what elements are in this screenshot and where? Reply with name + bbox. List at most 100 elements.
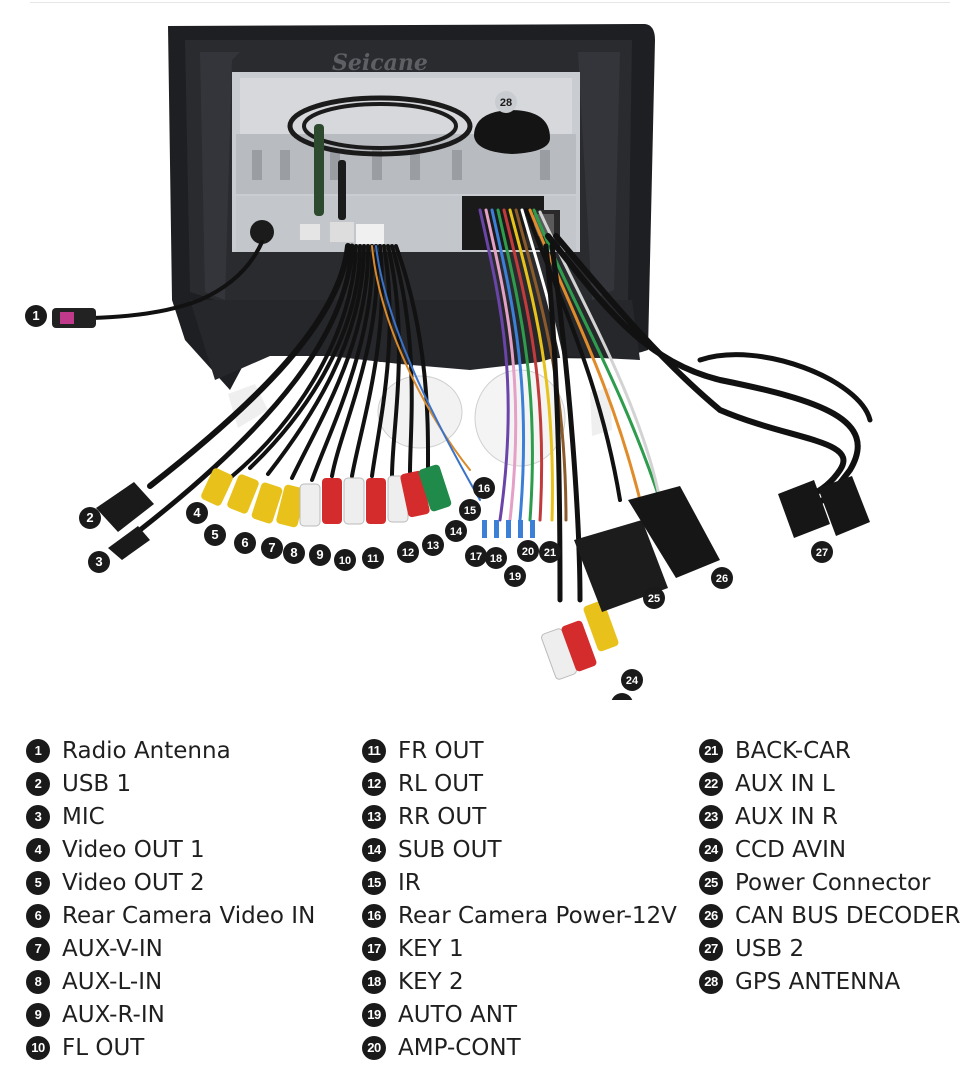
legend-label: Rear Camera Video IN	[62, 902, 316, 929]
legend-label: AMP-CONT	[398, 1034, 521, 1061]
legend-number-badge: 4	[26, 837, 50, 862]
callout-number: 10	[339, 555, 351, 567]
top-divider	[30, 2, 950, 3]
callout-markers: 1234567891011121314151617181920212223242…	[25, 91, 833, 700]
legend-number-badge: 2	[26, 771, 50, 796]
legend-item-5: 5 Video OUT 2	[26, 866, 315, 899]
callout-5: 5	[204, 524, 226, 546]
legend-item-6: 6 Rear Camera Video IN	[26, 899, 315, 932]
legend-number-badge: 14	[362, 837, 386, 862]
legend-number-badge: 12	[362, 771, 386, 796]
callout-number: 27	[816, 547, 828, 559]
legend-number-badge: 1	[26, 738, 50, 763]
callout-number: 4	[193, 505, 201, 520]
callout-number: 11	[367, 553, 379, 565]
callout-number: 5	[211, 527, 218, 542]
legend-label: Radio Antenna	[62, 737, 231, 764]
callout-7: 7	[261, 537, 283, 559]
legend-item-1: 1 Radio Antenna	[26, 734, 315, 767]
callout-number: 23	[616, 699, 628, 700]
callout-24: 24	[621, 669, 643, 691]
legend-number-badge: 8	[26, 969, 50, 994]
legend-label: AUTO ANT	[398, 1001, 518, 1028]
callout-13: 13	[422, 534, 444, 556]
legend-label: USB 2	[735, 935, 805, 962]
legend-label: GPS ANTENNA	[735, 968, 901, 995]
legend-number-badge: 5	[26, 870, 50, 895]
callout-1: 1	[25, 305, 47, 327]
legend-number-badge: 27	[699, 936, 723, 961]
callout-number: 6	[241, 535, 248, 550]
can-bus-decoder	[628, 486, 720, 578]
callout-number: 20	[522, 546, 534, 558]
legend-item-14: 14 SUB OUT	[362, 833, 677, 866]
callout-17: 17	[465, 545, 487, 567]
legend-label: Power Connector	[735, 869, 931, 896]
legend-number-badge: 21	[699, 738, 723, 763]
legend-number-badge: 17	[362, 936, 386, 961]
callout-2: 2	[79, 507, 101, 529]
legend-number-badge: 25	[699, 870, 723, 895]
legend-number-badge: 20	[362, 1035, 386, 1060]
callout-number: 13	[427, 540, 439, 552]
callout-28: 28	[495, 91, 517, 113]
legend-label: SUB OUT	[398, 836, 502, 863]
power-connector	[574, 520, 668, 612]
callout-number: 24	[626, 675, 639, 687]
legend-number-badge: 23	[699, 804, 723, 829]
callout-27: 27	[811, 541, 833, 563]
callout-number: 21	[544, 547, 556, 559]
callout-20: 20	[517, 540, 539, 562]
legend-item-19: 19 AUTO ANT	[362, 998, 677, 1031]
callout-12: 12	[397, 541, 419, 563]
callout-16: 16	[473, 477, 495, 499]
legend-number-badge: 13	[362, 804, 386, 829]
radio-antenna-connector	[52, 308, 96, 328]
callout-11: 11	[362, 547, 384, 569]
legend-item-20: 20 AMP-CONT	[362, 1031, 677, 1064]
legend-item-17: 17 KEY 1	[362, 932, 677, 965]
legend-label: FL OUT	[62, 1034, 145, 1061]
legend-number-badge: 6	[26, 903, 50, 928]
legend-label: Video OUT 1	[62, 836, 205, 863]
legend-number-badge: 7	[26, 936, 50, 961]
legend-item-25: 25 Power Connector	[699, 866, 960, 899]
callout-number: 16	[478, 483, 490, 495]
legend-item-4: 4 Video OUT 1	[26, 833, 315, 866]
legend-label: CCD AVIN	[735, 836, 847, 863]
callout-number: 7	[268, 540, 275, 555]
callout-23: 23	[611, 693, 633, 700]
callout-4: 4	[186, 502, 208, 524]
brand-label: Seicane	[332, 50, 428, 76]
legend-number-badge: 9	[26, 1002, 50, 1027]
callout-14: 14	[445, 520, 467, 542]
legend-number-badge: 16	[362, 903, 386, 928]
gps-antenna	[287, 95, 550, 220]
callout-9: 9	[309, 544, 331, 566]
legend-label: USB 1	[62, 770, 132, 797]
legend-label: IR	[398, 869, 421, 896]
legend-label: AUX-L-IN	[62, 968, 163, 995]
legend-number-badge: 19	[362, 1002, 386, 1027]
legend-label: CAN BUS DECODER	[735, 902, 961, 929]
legend-item-27: 27 USB 2	[699, 932, 960, 965]
usb2-connectors	[778, 476, 870, 538]
legend-label: KEY 2	[398, 968, 464, 995]
callout-number: 3	[95, 554, 102, 569]
callout-26: 26	[711, 567, 733, 589]
legend-label: FR OUT	[398, 737, 484, 764]
legend-label: KEY 1	[398, 935, 464, 962]
legend-number-badge: 26	[699, 903, 723, 928]
callout-21: 21	[539, 541, 561, 563]
callout-number: 14	[450, 526, 463, 538]
legend-label: Video OUT 2	[62, 869, 205, 896]
